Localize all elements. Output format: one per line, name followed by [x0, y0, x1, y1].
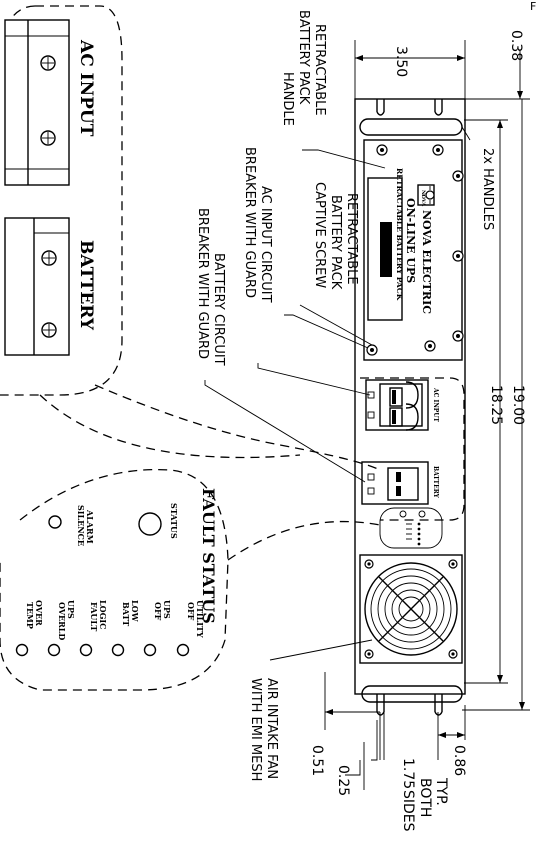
fault-led-indicator [79, 643, 93, 657]
bottom-handle [361, 685, 463, 703]
ac-input-connector [4, 19, 70, 186]
typ-label: TYP. [433, 777, 449, 806]
battery-breaker-callout-1: BATTERY CIRCUIT [211, 253, 226, 366]
fault-led-indicator [111, 643, 125, 657]
dim-length-mount: 18.25 [488, 385, 504, 425]
fault-led-list: UTILITYOFFUPSOFFLOWBATTLOGICFAULTUPSOVER… [15, 600, 205, 657]
battery-connector-label: BATTERY [76, 240, 96, 331]
dim-slot-width: 0.51 [309, 745, 325, 776]
dimension-labels: 3.50 0.38 19.00 18.25 0.86 0.51 0.25 1.7… [309, 30, 526, 832]
fan-callout-2: WITH EMI MESH [248, 678, 263, 781]
battery-pack-handle[interactable] [367, 177, 403, 321]
battery-pack-handle-label: RETRACTABLE BATTERY PACK [395, 168, 404, 301]
fault-led-label: OVER [34, 600, 44, 626]
screw-icon [41, 250, 57, 266]
fault-led-label: TEMP [25, 602, 35, 629]
battery-breaker-callout-2: BREAKER WITH GUARD [195, 208, 210, 359]
captive-screw-icon [424, 340, 436, 352]
ac-breaker-callout-2: BREAKER WITH GUARD [242, 147, 257, 298]
battery-pack-callout-2: BATTERY PACK [328, 195, 343, 290]
fault-led-indicator [143, 643, 157, 657]
captive-screw-icon [376, 144, 388, 156]
battery-pack-callout-3: CAPTIVE SCREW [312, 182, 327, 288]
battery-breaker-label: BATTERY [432, 466, 439, 498]
fault-led-label: LOW [130, 600, 140, 623]
alarm-label-1: ALARM [85, 509, 95, 544]
fan-screw-icon [364, 559, 374, 569]
dim-slot-edge: 0.25 [335, 765, 351, 796]
fault-led-indicator [176, 643, 190, 657]
captive-screw-icon [432, 144, 444, 156]
dimension-lines [324, 40, 530, 790]
callout-labels: RETRACTABLE BATTERY PACK HANDLE 2x HANDL… [195, 10, 495, 781]
fan-screw-icon [364, 649, 374, 659]
mounting-slot [376, 99, 385, 116]
both-label: BOTH [417, 778, 433, 817]
handle-callout-2: BATTERY PACK [296, 10, 311, 105]
battery-breaker[interactable] [361, 461, 429, 505]
brand-name: NOVA ELECTRIC [420, 210, 433, 314]
fault-led-indicator [47, 643, 61, 657]
fault-status-title: FAULT STATUS [199, 488, 218, 624]
nova-logo-icon [417, 184, 435, 206]
dim-slot-offset: 0.86 [451, 745, 467, 776]
corner-mark: F [530, 0, 536, 13]
screw-icon [40, 130, 56, 146]
alarm-label-2: SILENCE [76, 505, 86, 546]
air-intake-fan-icon [359, 554, 463, 664]
unit-status-panel [379, 507, 443, 549]
dim-width: 3.50 [393, 46, 409, 77]
fan-screw-icon [448, 649, 458, 659]
fault-led-label: UPS [66, 600, 76, 619]
screw-icon [40, 55, 56, 71]
fault-led-label: BATT [121, 602, 131, 626]
logo-text: NOVA [420, 190, 426, 206]
fan-callout-1: AIR INTAKE FAN [264, 678, 279, 779]
alarm-silence-button[interactable] [48, 515, 62, 529]
mounting-slot [376, 694, 385, 716]
model-name: ON-LINE UPS [404, 198, 417, 283]
fault-led-label: LOGIC [98, 600, 108, 630]
battery-pack-plate [363, 139, 463, 361]
captive-screw-icon [452, 170, 464, 182]
battery-connector [4, 217, 70, 356]
connector-detail-bubble: AC INPUT BATTERY [0, 5, 381, 471]
handle-callout-3: HANDLE [280, 72, 295, 126]
screw-icon [41, 322, 57, 338]
ac-breaker-callout-1: AC INPUT CIRCUIT [258, 186, 273, 303]
top-handle [359, 118, 463, 136]
ac-input-breaker[interactable] [365, 379, 429, 431]
status-label: STATUS [169, 503, 179, 539]
fault-led-indicator [15, 643, 29, 657]
fault-led-label: UPS [162, 600, 172, 619]
dim-slot-depth: 1.75 [400, 758, 416, 789]
mounting-slot [434, 694, 443, 716]
dim-length-overall: 19.00 [510, 385, 526, 425]
handle-callout-1: RETRACTABLE [312, 24, 327, 116]
captive-screw-icon [366, 344, 378, 356]
captive-screw-icon [452, 250, 464, 262]
fan-screw-icon [448, 559, 458, 569]
ups-front-panel: RETRACTABLE BATTERY PACK NOVA NOVA ELECT… [354, 98, 466, 716]
callout-leaders [204, 126, 471, 661]
ac-input-connector-label: AC INPUT [76, 39, 96, 137]
dim-height: 0.38 [508, 30, 524, 61]
ac-breaker-label: AC INPUT [432, 387, 439, 423]
sides-label: SIDES [400, 790, 416, 832]
fault-led-label: OFF [186, 602, 196, 621]
battery-pack-callout-1: RETRACTABLE [344, 193, 359, 285]
captive-screw-icon [452, 330, 464, 342]
status-indicator [138, 512, 162, 536]
mounting-slot [434, 99, 443, 116]
fault-led-label: OFF [153, 602, 163, 621]
fault-led-label: OVERLD [57, 602, 67, 640]
fault-led-label: FAULT [89, 602, 99, 631]
fault-status-detail: FAULT STATUS STATUS ALARM SILENCE UTILIT… [0, 468, 381, 691]
fault-led-label: UTILITY [195, 600, 205, 638]
two-handles-callout: 2x HANDLES [480, 148, 495, 230]
